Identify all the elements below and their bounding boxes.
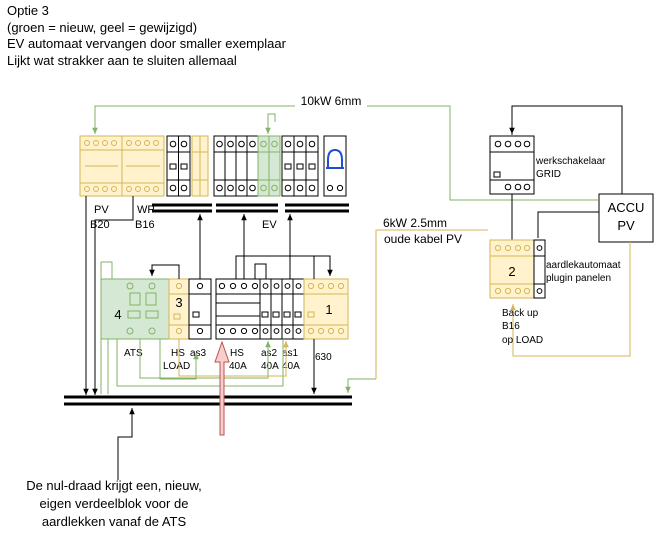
footer-line-2: eigen verdeelblok voor de	[39, 496, 189, 511]
backup-load: op LOAD	[502, 335, 543, 346]
hs40-label: HS	[230, 348, 244, 359]
cable-6kw: 6kW 2.5mm oude kabel PV	[345, 216, 488, 393]
hs40-rating: 40A	[229, 361, 247, 372]
aardlekautomaat: 2 aardlekautomaat plugin panelen Back up…	[489, 239, 621, 346]
accu-label: ACCU	[608, 200, 645, 215]
cable-10kw-label: 10kW 6mm	[301, 94, 362, 108]
black-wiring	[83, 196, 333, 480]
header-legend: (groen = nieuw, geel = gewijzigd)	[7, 19, 198, 35]
accu-pv: ACCU PV	[510, 193, 654, 357]
ats-number: 4	[114, 307, 121, 322]
wp-label: WP	[137, 204, 155, 216]
werkschakelaar-grid: GRID	[536, 169, 561, 180]
breaker-3-number: 3	[175, 295, 182, 310]
ats-switch	[100, 278, 170, 340]
as3-label: as3	[190, 348, 207, 359]
pv-label: PV	[94, 204, 109, 216]
header-title: Optie 3	[7, 3, 49, 18]
header-note-1: EV automaat vervangen door smaller exemp…	[7, 36, 286, 51]
pv-rating: B20	[90, 219, 110, 231]
accu-pv-label: PV	[617, 218, 635, 233]
cable-10kw: 10kW 6mm	[92, 94, 598, 201]
footer-line-1: De nul-draad krijgt een, nieuw,	[26, 478, 202, 493]
top-breaker-row	[79, 135, 347, 197]
footer-note: De nul-draad krijgt een, nieuw, eigen ve…	[0, 477, 228, 531]
cable-6kw-sub: oude kabel PV	[384, 232, 462, 246]
header-note-2: Lijkt wat strakker aan te sluiten allema…	[7, 52, 237, 68]
top-rails	[152, 203, 349, 213]
werkschakelaar-label: werkschakelaar	[535, 156, 606, 167]
green-wiring	[100, 261, 284, 394]
as2-rating: 40A	[261, 361, 279, 372]
werkschakelaar: werkschakelaar GRID	[489, 105, 623, 250]
as1-label: as1	[282, 348, 299, 359]
hs-load-sub: LOAD	[163, 361, 190, 372]
ev-label: EV	[262, 219, 277, 231]
aardlek-number: 2	[508, 264, 515, 279]
breaker-630-label: 630	[315, 352, 332, 363]
yellow-wiring	[178, 339, 289, 377]
cable-6kw-label: 6kW 2.5mm	[383, 216, 447, 230]
breaker-1-number: 1	[325, 302, 332, 317]
footer-line-3: aardlekken vanaf de ATS	[41, 514, 187, 529]
wp-rating: B16	[135, 219, 155, 231]
as2-label: as2	[261, 348, 278, 359]
lower-breaker-row: 4 3	[100, 278, 349, 340]
hs-load-label: HS	[171, 348, 185, 359]
backup-rating: B16	[502, 321, 520, 332]
aardlek-sub: plugin panelen	[546, 273, 611, 284]
ats-label: ATS	[124, 348, 143, 359]
backup-label: Back up	[502, 308, 539, 319]
header-notes: Optie 3 (groen = nieuw, geel = gewijzigd…	[7, 3, 286, 69]
aardlek-label: aardlekautomaat	[546, 260, 621, 271]
highlight-arrow	[214, 340, 230, 436]
neutral-rails	[64, 395, 352, 406]
as1-rating: 40A	[282, 361, 300, 372]
